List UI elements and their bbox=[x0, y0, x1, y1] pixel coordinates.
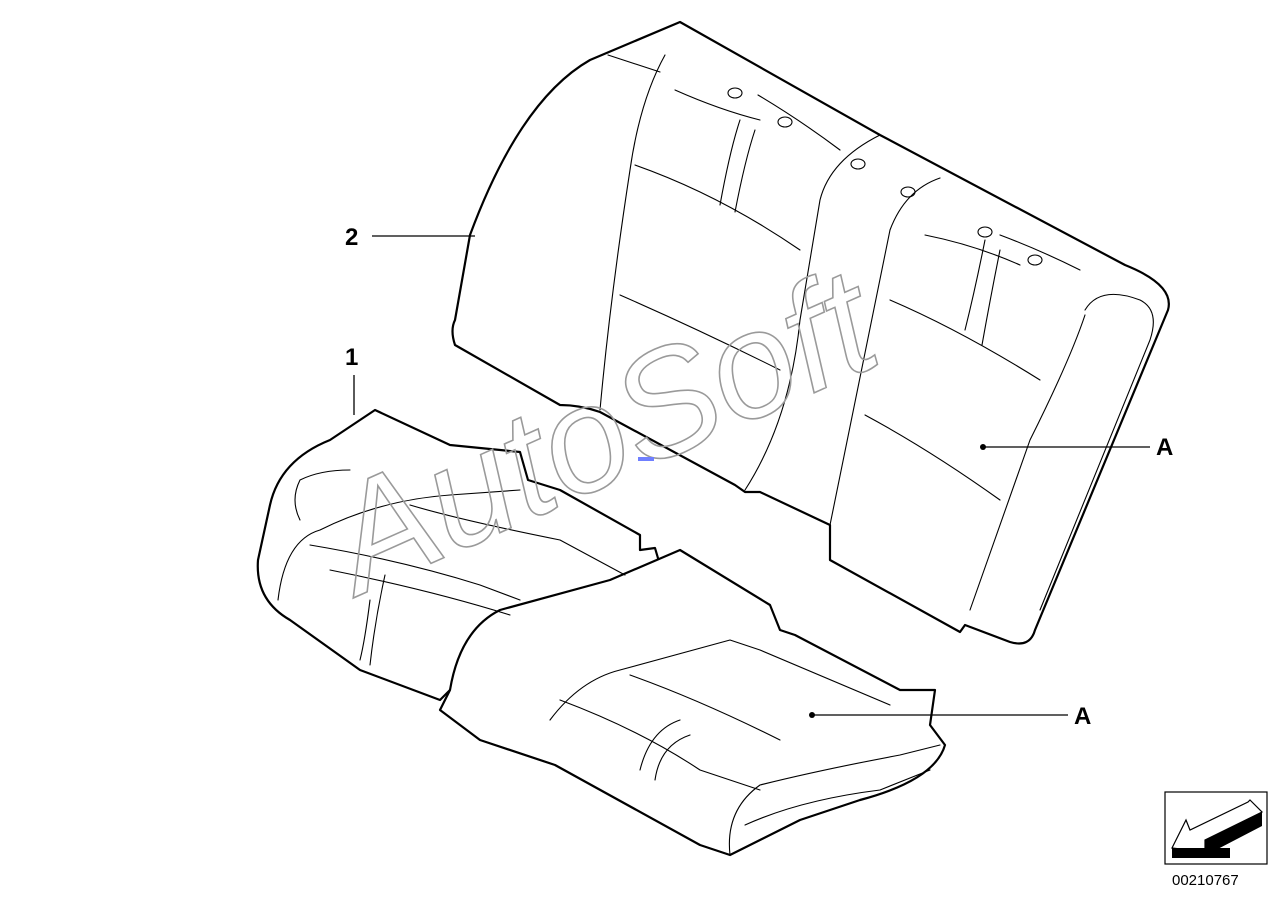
callout-1-label: 1 bbox=[345, 344, 358, 371]
callout-1[interactable]: 1 bbox=[345, 344, 358, 415]
seat-cushion[interactable] bbox=[256, 408, 947, 857]
callout-a-cushion[interactable]: A bbox=[809, 703, 1091, 730]
callout-a-backrest[interactable]: A bbox=[980, 434, 1173, 461]
callout-a-backrest-label: A bbox=[1156, 434, 1173, 461]
backrest-outline bbox=[451, 20, 1170, 645]
callout-a-cushion-label: A bbox=[1074, 703, 1091, 730]
direction-arrow-icon bbox=[1164, 791, 1268, 865]
marker-dash bbox=[638, 457, 654, 461]
cushion-right-outline bbox=[438, 548, 947, 857]
cushion-left-outline bbox=[256, 408, 662, 702]
callout-2[interactable]: 2 bbox=[345, 224, 475, 251]
backrest[interactable] bbox=[451, 20, 1170, 645]
callout-2-label: 2 bbox=[345, 224, 358, 251]
document-number: 00210767 bbox=[1172, 872, 1239, 889]
